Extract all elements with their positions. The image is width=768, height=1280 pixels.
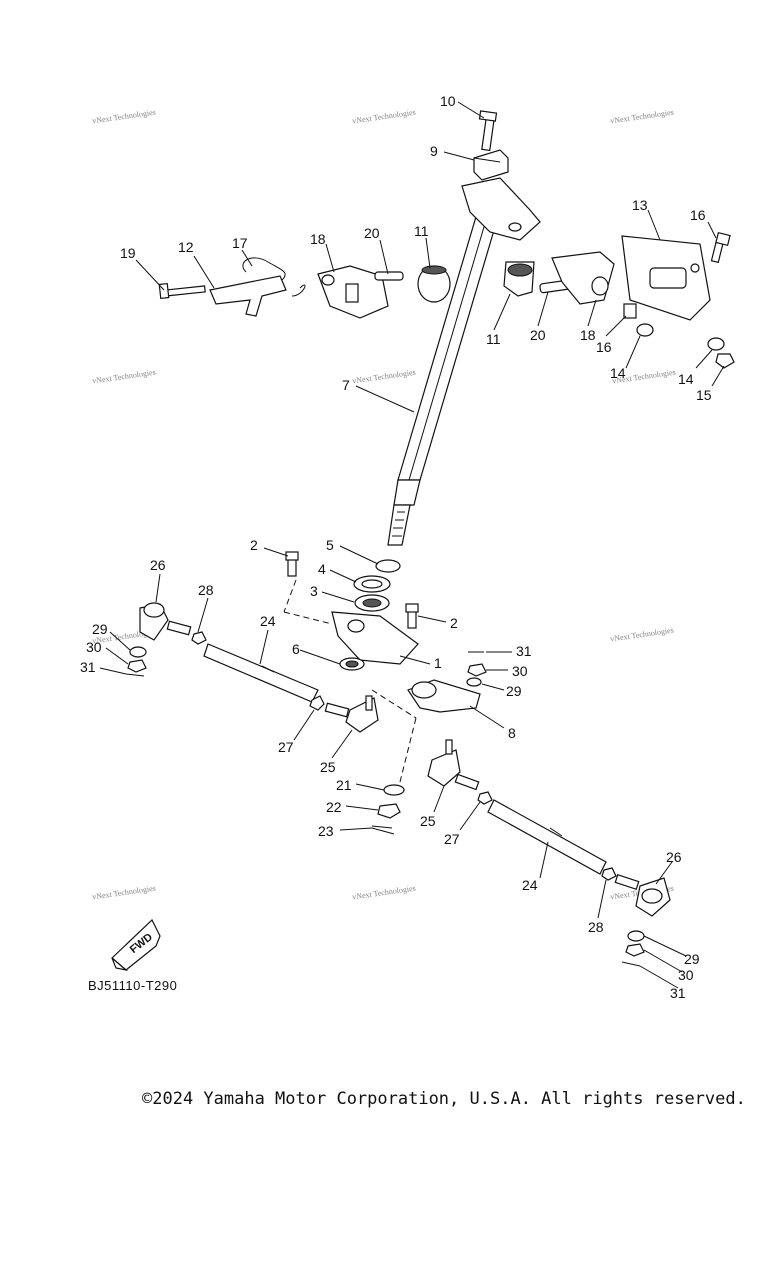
callout-1: 1 <box>434 655 442 671</box>
callout-14: 14 <box>678 371 694 387</box>
callout-31: 31 <box>516 643 532 659</box>
callout-17: 17 <box>232 235 248 251</box>
left-holder-assembly <box>158 257 451 319</box>
fwd-arrow: FWD <box>111 919 161 972</box>
callout-29: 29 <box>506 683 522 699</box>
callout-24: 24 <box>522 877 538 893</box>
callout-18: 18 <box>580 327 596 343</box>
callout-27: 27 <box>444 831 460 847</box>
callout-23: 23 <box>318 823 334 839</box>
callout-labels: 10 9 13 16 19 12 17 18 20 11 11 20 18 16… <box>80 93 712 1001</box>
callout-20: 20 <box>364 225 380 241</box>
callout-28: 28 <box>198 582 214 598</box>
callout-2: 2 <box>450 615 458 631</box>
callout-31: 31 <box>80 659 96 675</box>
callout-4: 4 <box>318 561 326 577</box>
left-tie-rod <box>125 602 379 733</box>
callout-27: 27 <box>278 739 294 755</box>
callout-20: 20 <box>530 327 546 343</box>
callout-3: 3 <box>310 583 318 599</box>
callout-30: 30 <box>512 663 528 679</box>
diagram-part-code: BJ51110-T290 <box>88 978 178 993</box>
callout-16: 16 <box>596 339 612 355</box>
callout-10: 10 <box>440 93 456 109</box>
callout-18: 18 <box>310 231 326 247</box>
callout-13: 13 <box>632 197 648 213</box>
right-tie-rod <box>427 739 671 967</box>
callout-22: 22 <box>326 799 342 815</box>
lower-bearing-assembly <box>283 551 419 671</box>
callout-30: 30 <box>86 639 102 655</box>
callout-12: 12 <box>178 239 194 255</box>
callout-6: 6 <box>292 641 300 657</box>
center-hardware <box>371 651 487 835</box>
callout-2: 2 <box>250 537 258 553</box>
callout-11: 11 <box>486 331 501 347</box>
right-holder-assembly <box>503 231 735 369</box>
callout-15: 15 <box>696 387 712 403</box>
callout-31: 31 <box>670 985 686 1001</box>
upper-clamp <box>461 149 541 241</box>
callout-19: 19 <box>120 245 136 261</box>
callout-30: 30 <box>678 967 694 983</box>
callout-21: 21 <box>336 777 352 793</box>
callout-25: 25 <box>320 759 336 775</box>
callout-11: 11 <box>414 223 429 239</box>
callout-29: 29 <box>92 621 108 637</box>
callout-9: 9 <box>430 143 438 159</box>
callout-7: 7 <box>342 377 350 393</box>
bolt-10 <box>478 110 498 152</box>
leader-lines <box>99 101 725 989</box>
callout-5: 5 <box>326 537 334 553</box>
pitman-arm <box>371 679 481 791</box>
callout-8: 8 <box>508 725 516 741</box>
callout-28: 28 <box>588 919 604 935</box>
callout-24: 24 <box>260 613 276 629</box>
callout-14: 14 <box>610 365 626 381</box>
callout-26: 26 <box>150 557 166 573</box>
copyright-notice: ©2024 Yamaha Motor Corporation, U.S.A. A… <box>142 1089 746 1109</box>
callout-29: 29 <box>684 951 700 967</box>
callout-26: 26 <box>666 849 682 865</box>
steering-column-shaft <box>387 209 501 546</box>
callout-25: 25 <box>420 813 436 829</box>
callout-16: 16 <box>690 207 706 223</box>
